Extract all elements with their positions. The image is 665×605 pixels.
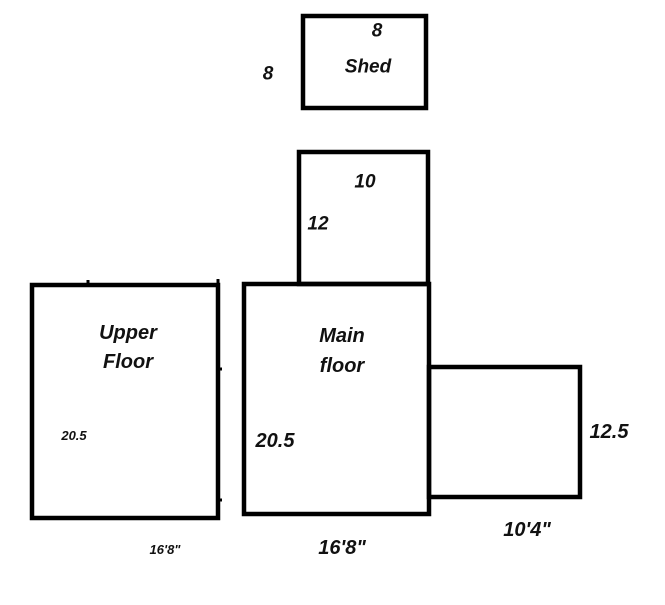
upper-floor-outline <box>29 282 221 521</box>
upper-floor-label-line1: Upper <box>99 322 157 344</box>
upper-floor-depth-label: 20.5 <box>61 427 87 443</box>
shed-width-label: 8 <box>371 20 383 42</box>
main-floor-depth-label: 20.5 <box>255 430 295 452</box>
shed-outline <box>300 13 429 111</box>
main-floor-outline <box>241 281 432 517</box>
shed-depth-label: 8 <box>262 63 274 85</box>
upper-floor-label-line2: Floor <box>103 351 153 373</box>
main-floor-label-line2: floor <box>319 355 365 377</box>
side-room-outline <box>426 364 583 500</box>
main-floor-width-label: 16'8" <box>318 537 366 559</box>
side-room-depth-label: 12.5 <box>589 421 629 443</box>
shed-label: Shed <box>344 56 392 78</box>
upper-room-width-label: 10 <box>354 171 376 193</box>
upper-room-depth-label: 12 <box>307 213 329 235</box>
upper-floor-width-label: 16'8" <box>149 541 181 557</box>
side-room-width-label: 10'4" <box>503 519 551 541</box>
main-floor-label-line1: Main <box>319 325 365 347</box>
